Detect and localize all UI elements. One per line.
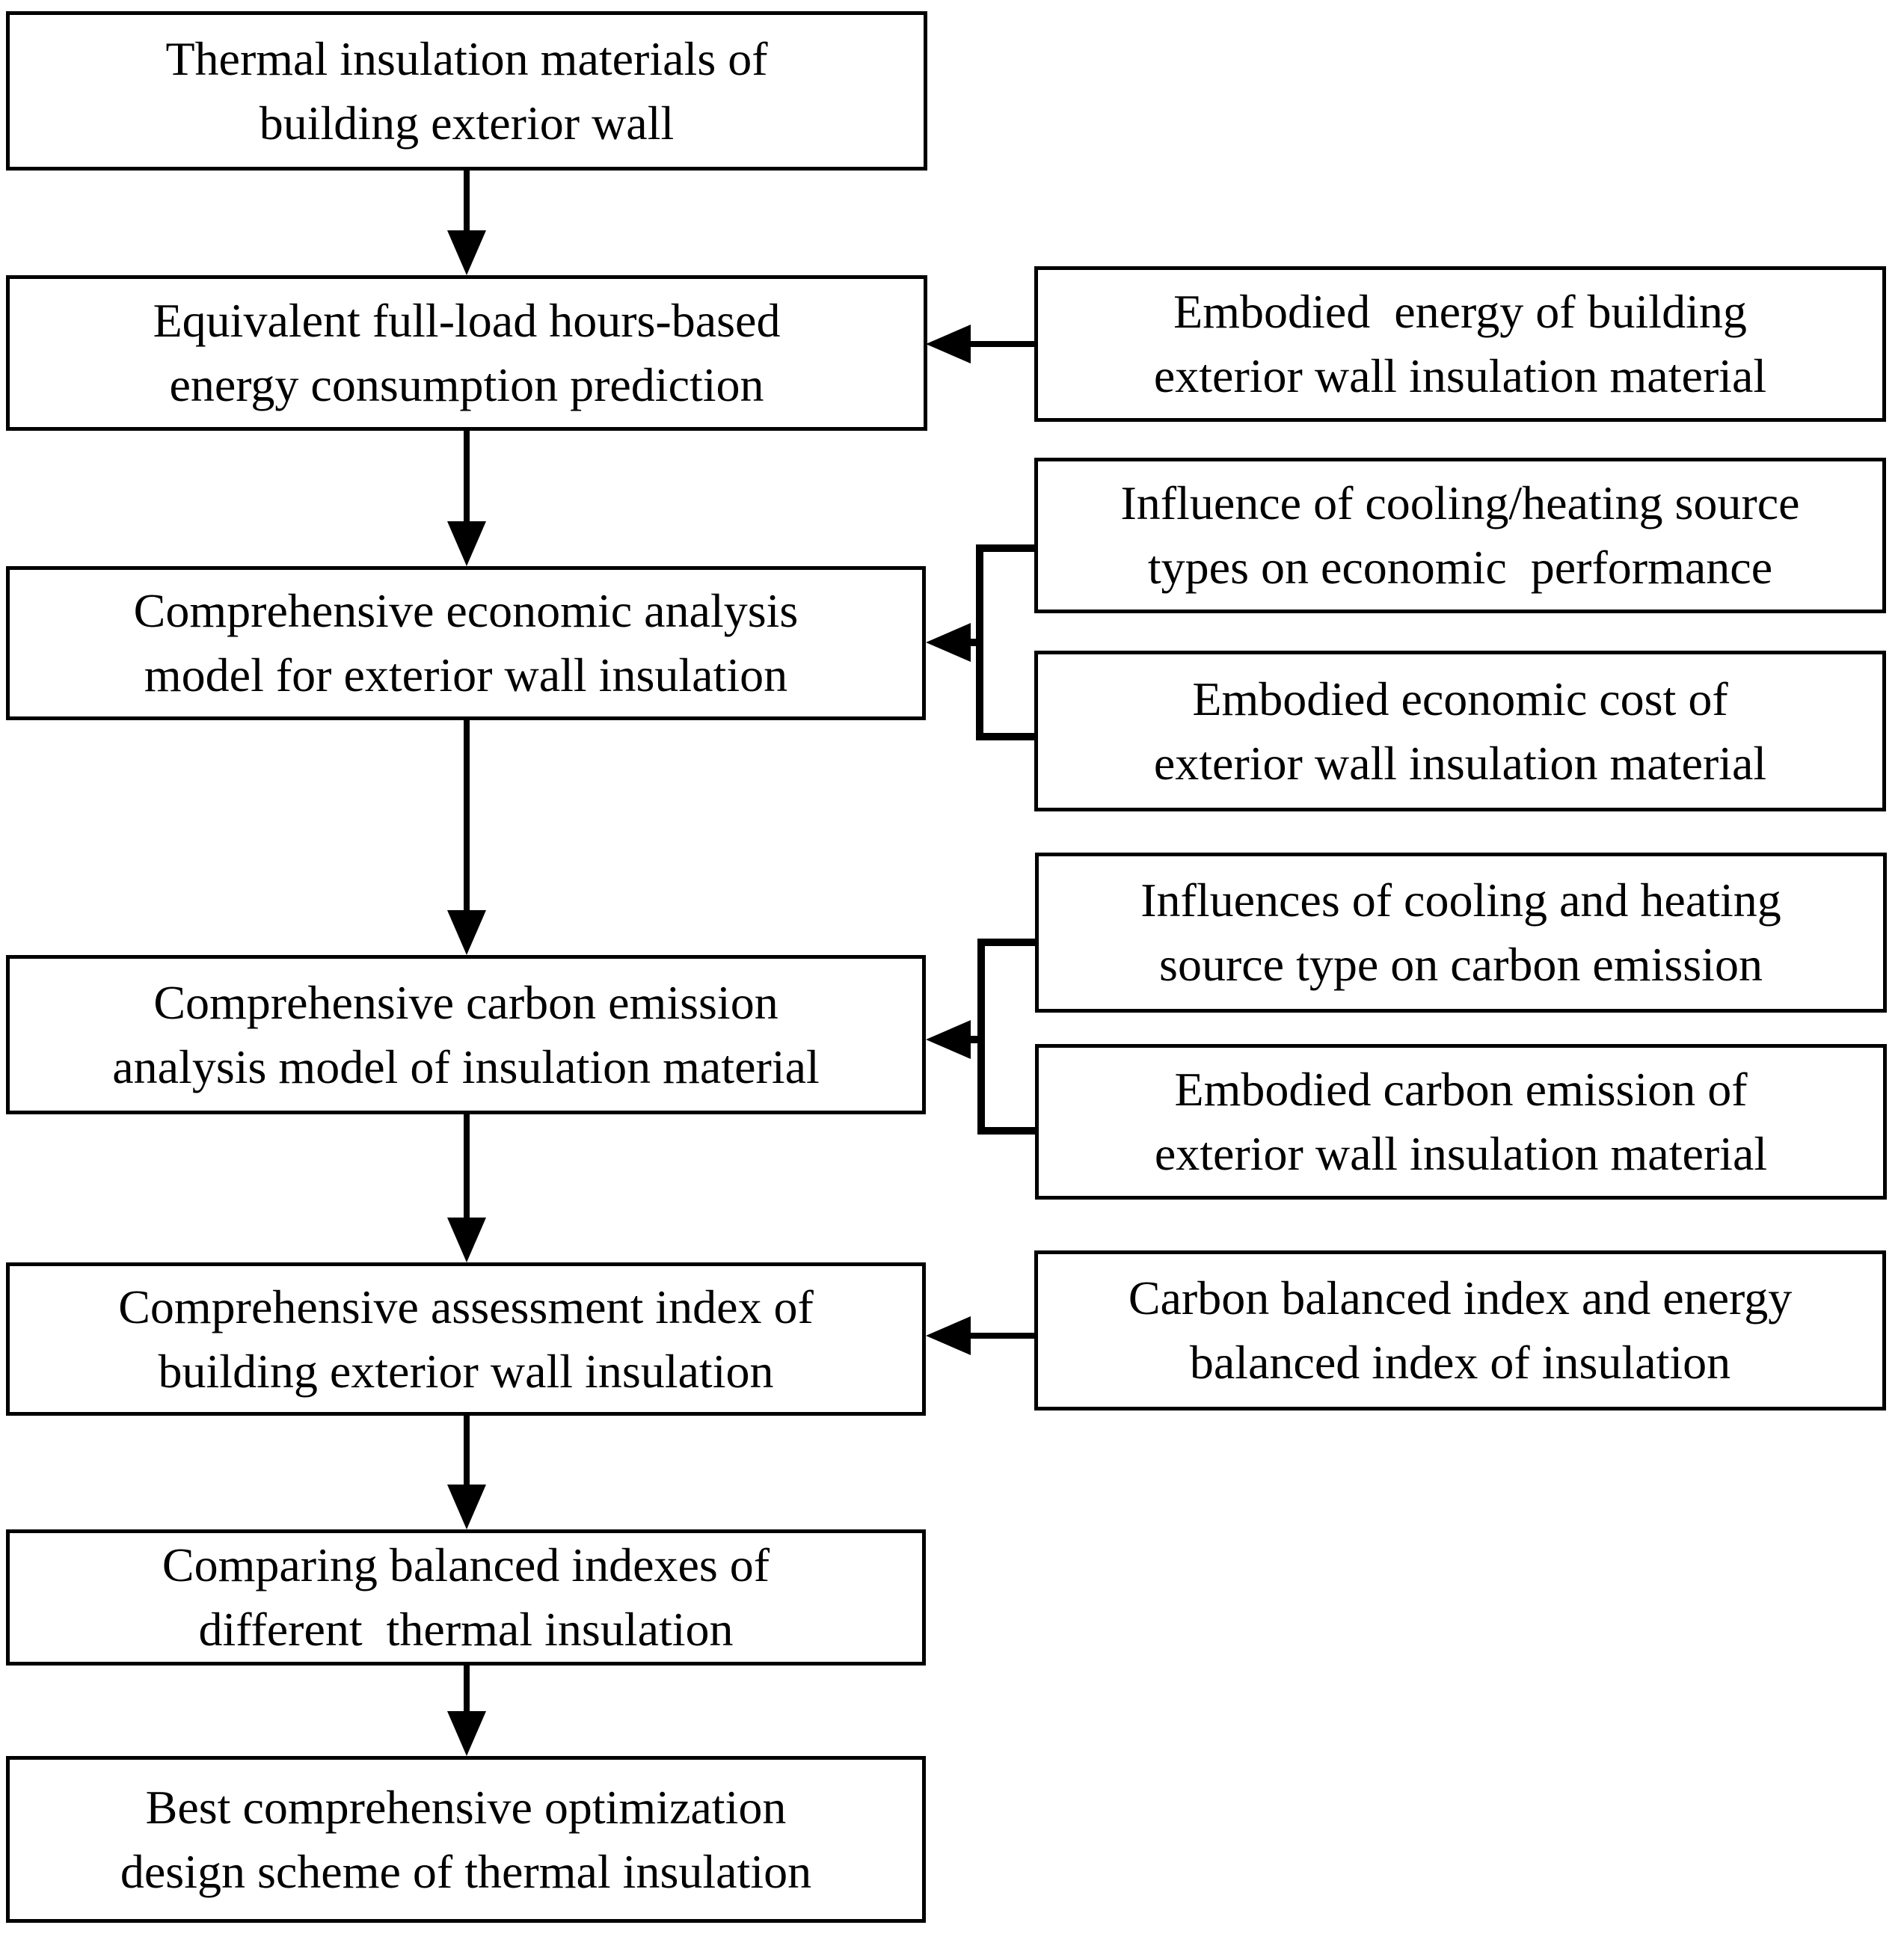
side-box-influence-carbon: Influences of cooling and heating source… bbox=[1035, 853, 1887, 1013]
flow-box-carbon-model-label: Comprehensive carbon emission analysis m… bbox=[112, 975, 820, 1093]
side-box-balanced-index-label: Carbon balanced index and energy balance… bbox=[1128, 1271, 1793, 1389]
flow-box-energy-prediction-label: Equivalent full-load hours-based energy … bbox=[153, 294, 781, 411]
side-box-embodied-energy-label: Embodied energy of building exterior wal… bbox=[1153, 285, 1767, 402]
side-box-embodied-carbon: Embodied carbon emission of exterior wal… bbox=[1035, 1044, 1887, 1200]
flow-box-materials: Thermal insulation materials of building… bbox=[6, 11, 927, 171]
bracket-carbon-inputs bbox=[977, 939, 1035, 1135]
side-box-embodied-cost: Embodied economic cost of exterior wall … bbox=[1034, 651, 1886, 811]
side-box-embodied-energy: Embodied energy of building exterior wal… bbox=[1034, 266, 1886, 422]
flow-box-energy-prediction: Equivalent full-load hours-based energy … bbox=[6, 275, 927, 431]
side-box-embodied-carbon-label: Embodied carbon emission of exterior wal… bbox=[1154, 1063, 1768, 1180]
side-box-influence-economic: Influence of cooling/heating source type… bbox=[1034, 458, 1886, 613]
bracket-economic-inputs bbox=[976, 544, 1034, 740]
flow-box-comparing-indexes: Comparing balanced indexes of different … bbox=[6, 1529, 926, 1666]
flow-box-economic-model: Comprehensive economic analysis model fo… bbox=[6, 566, 926, 720]
flow-box-assessment-index-label: Comprehensive assessment index of buildi… bbox=[118, 1280, 814, 1398]
flow-box-assessment-index: Comprehensive assessment index of buildi… bbox=[6, 1262, 926, 1416]
side-box-embodied-cost-label: Embodied economic cost of exterior wall … bbox=[1153, 672, 1767, 790]
flow-box-best-scheme-label: Best comprehensive optimization design s… bbox=[120, 1780, 812, 1898]
flow-box-comparing-indexes-label: Comparing balanced indexes of different … bbox=[162, 1538, 770, 1656]
flow-box-materials-label: Thermal insulation materials of building… bbox=[165, 31, 768, 150]
side-box-balanced-index: Carbon balanced index and energy balance… bbox=[1034, 1250, 1886, 1410]
flow-box-best-scheme: Best comprehensive optimization design s… bbox=[6, 1756, 926, 1923]
side-box-influence-economic-label: Influence of cooling/heating source type… bbox=[1120, 476, 1800, 594]
side-box-influence-carbon-label: Influences of cooling and heating source… bbox=[1140, 874, 1781, 991]
flow-box-economic-model-label: Comprehensive economic analysis model fo… bbox=[133, 584, 799, 702]
flow-box-carbon-model: Comprehensive carbon emission analysis m… bbox=[6, 955, 926, 1114]
